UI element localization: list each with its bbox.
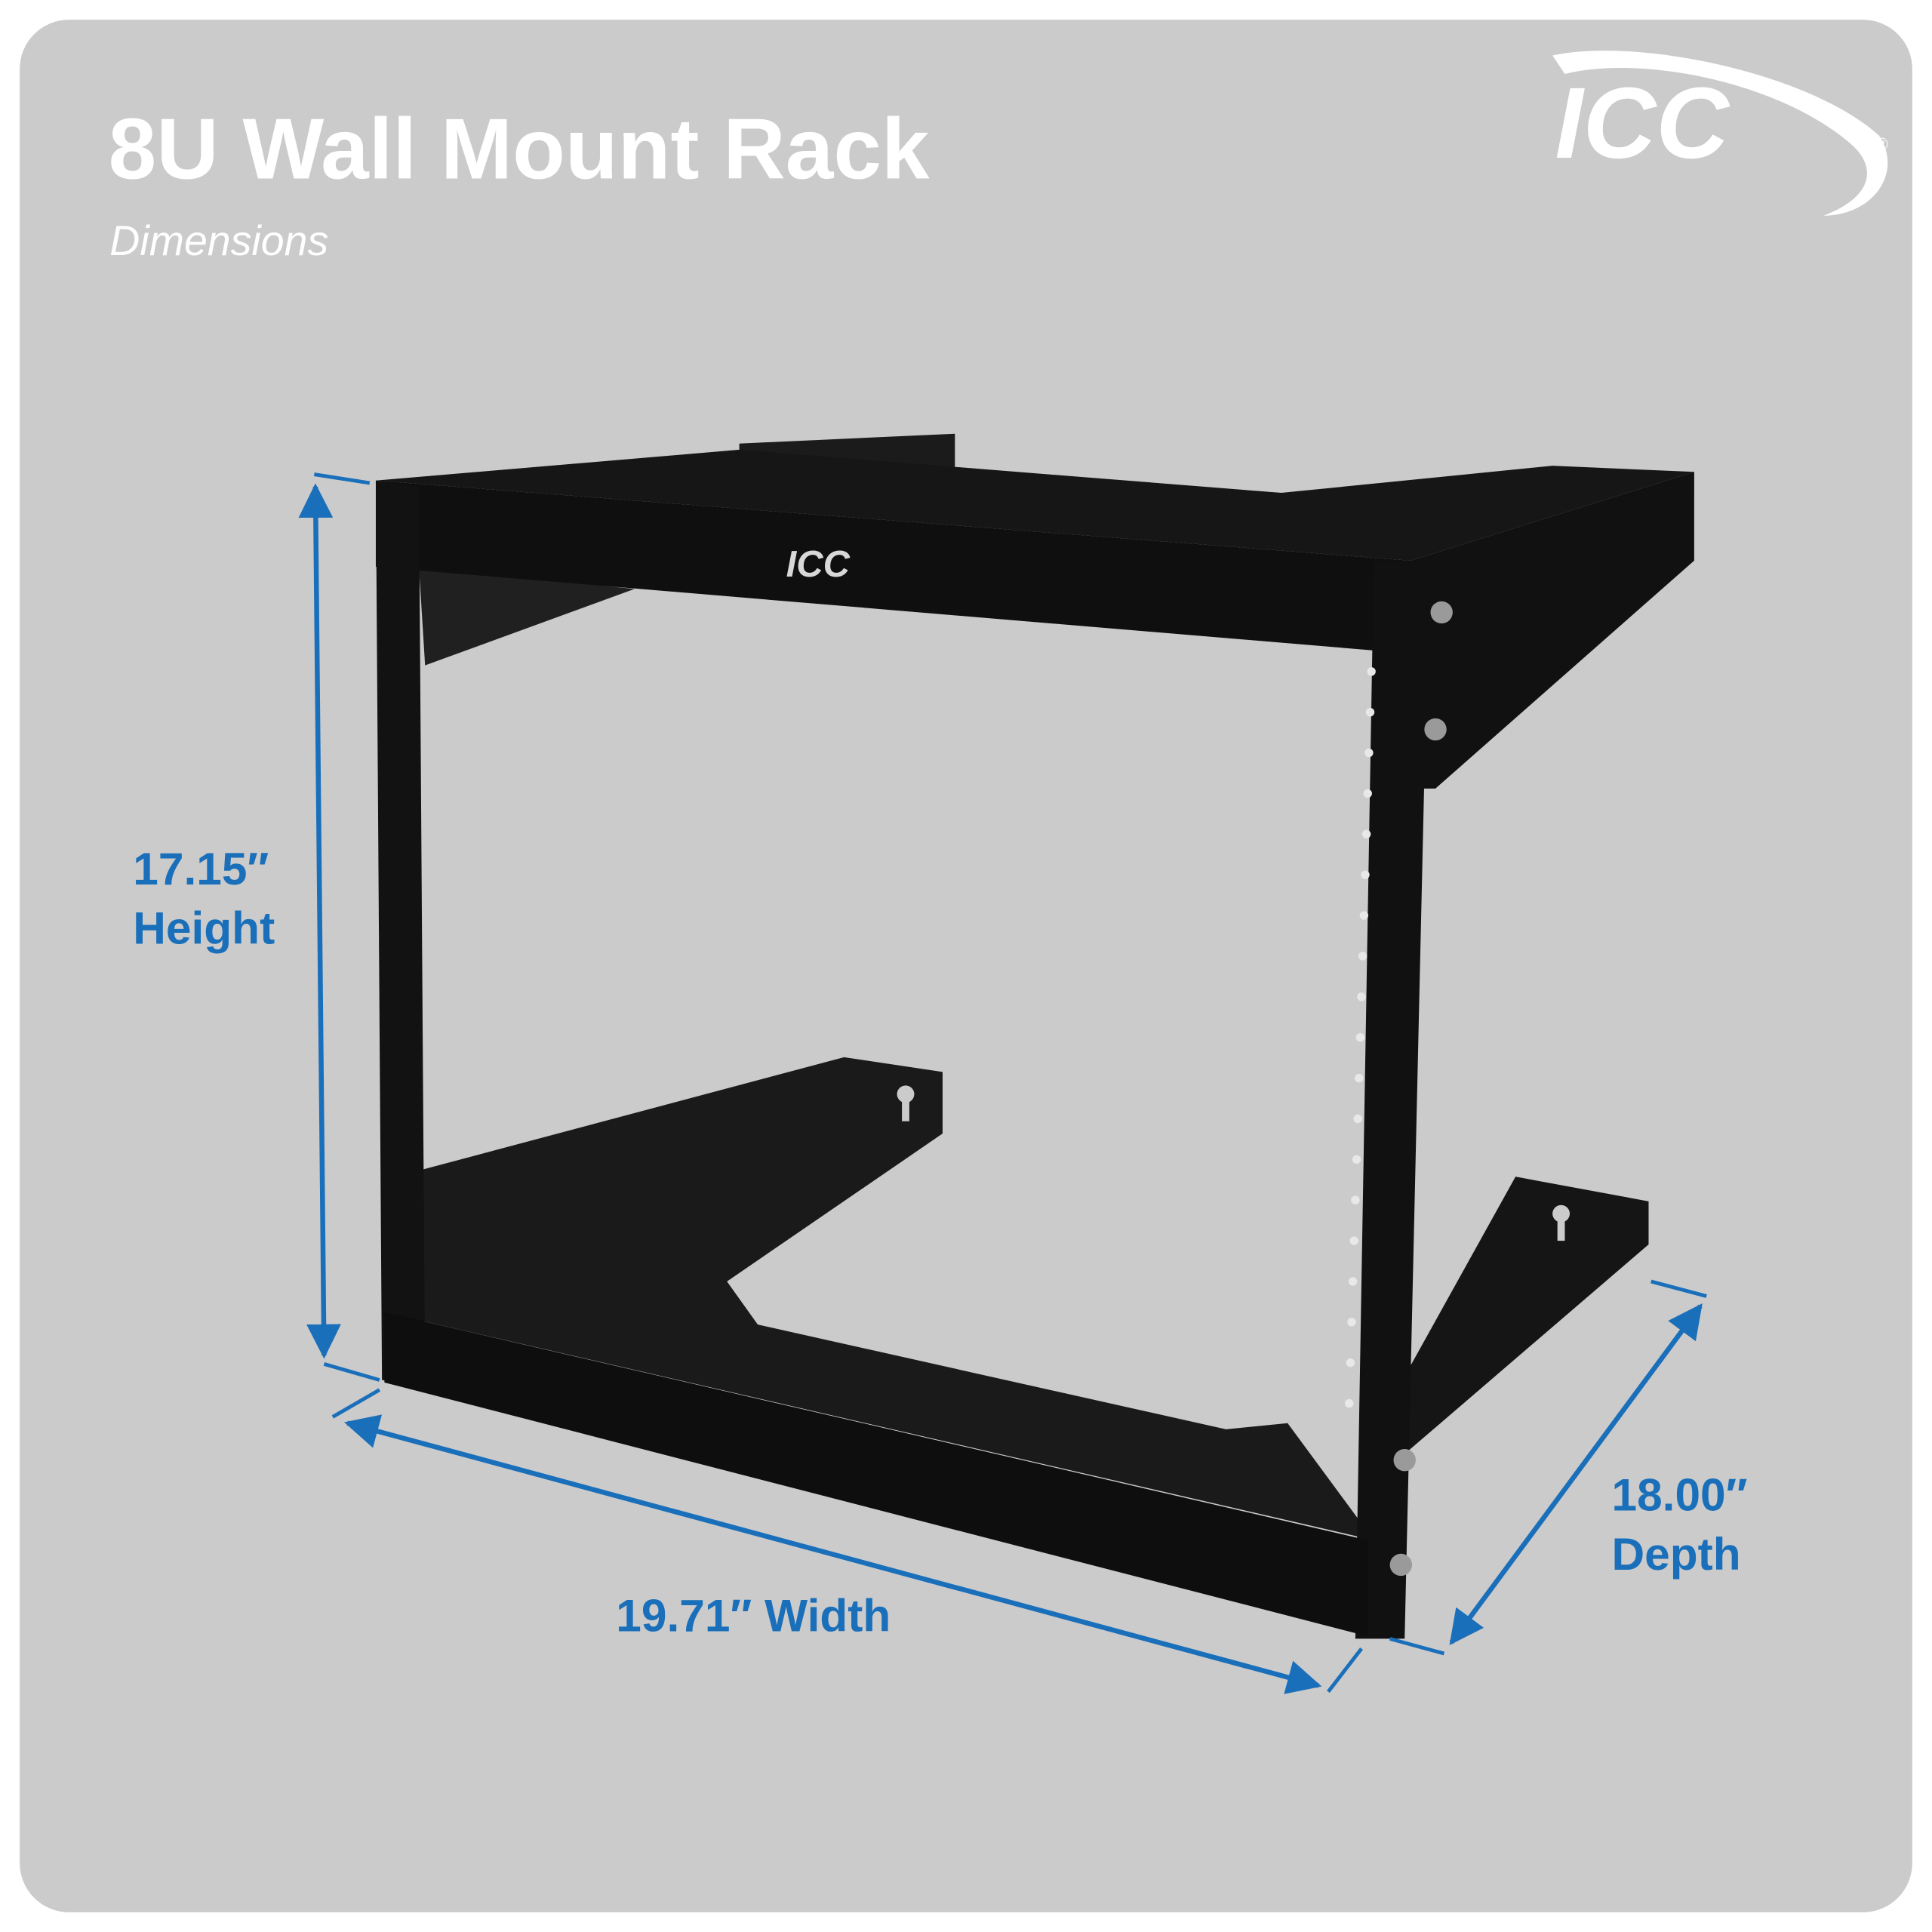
height-dimension: 17.15″ Height [133, 472, 380, 1382]
depth-arrow [1449, 1303, 1703, 1646]
height-value: 17.15″ [133, 843, 269, 894]
svg-text:®: ® [1875, 134, 1888, 154]
page-title: 8U Wall Mount Rack [109, 102, 930, 198]
width-arrow [343, 1414, 1322, 1694]
rack-front-logo: ICC [786, 544, 851, 585]
background-card [20, 20, 1912, 1912]
depth-dimension: 18.00″ Depth [1389, 1279, 1748, 1656]
width-value: 19.71″ Width [616, 1590, 891, 1641]
page-subtitle: Dimensions [109, 217, 328, 264]
icc-logo: ICC ® [1552, 51, 1888, 216]
depth-value: 18.00″ [1612, 1469, 1748, 1521]
width-dimension: 19.71″ Width [331, 1388, 1364, 1694]
svg-text:ICC: ICC [1555, 67, 1730, 180]
height-arrow [298, 483, 341, 1359]
height-label: Height [133, 903, 275, 954]
depth-label: Depth [1612, 1528, 1741, 1580]
